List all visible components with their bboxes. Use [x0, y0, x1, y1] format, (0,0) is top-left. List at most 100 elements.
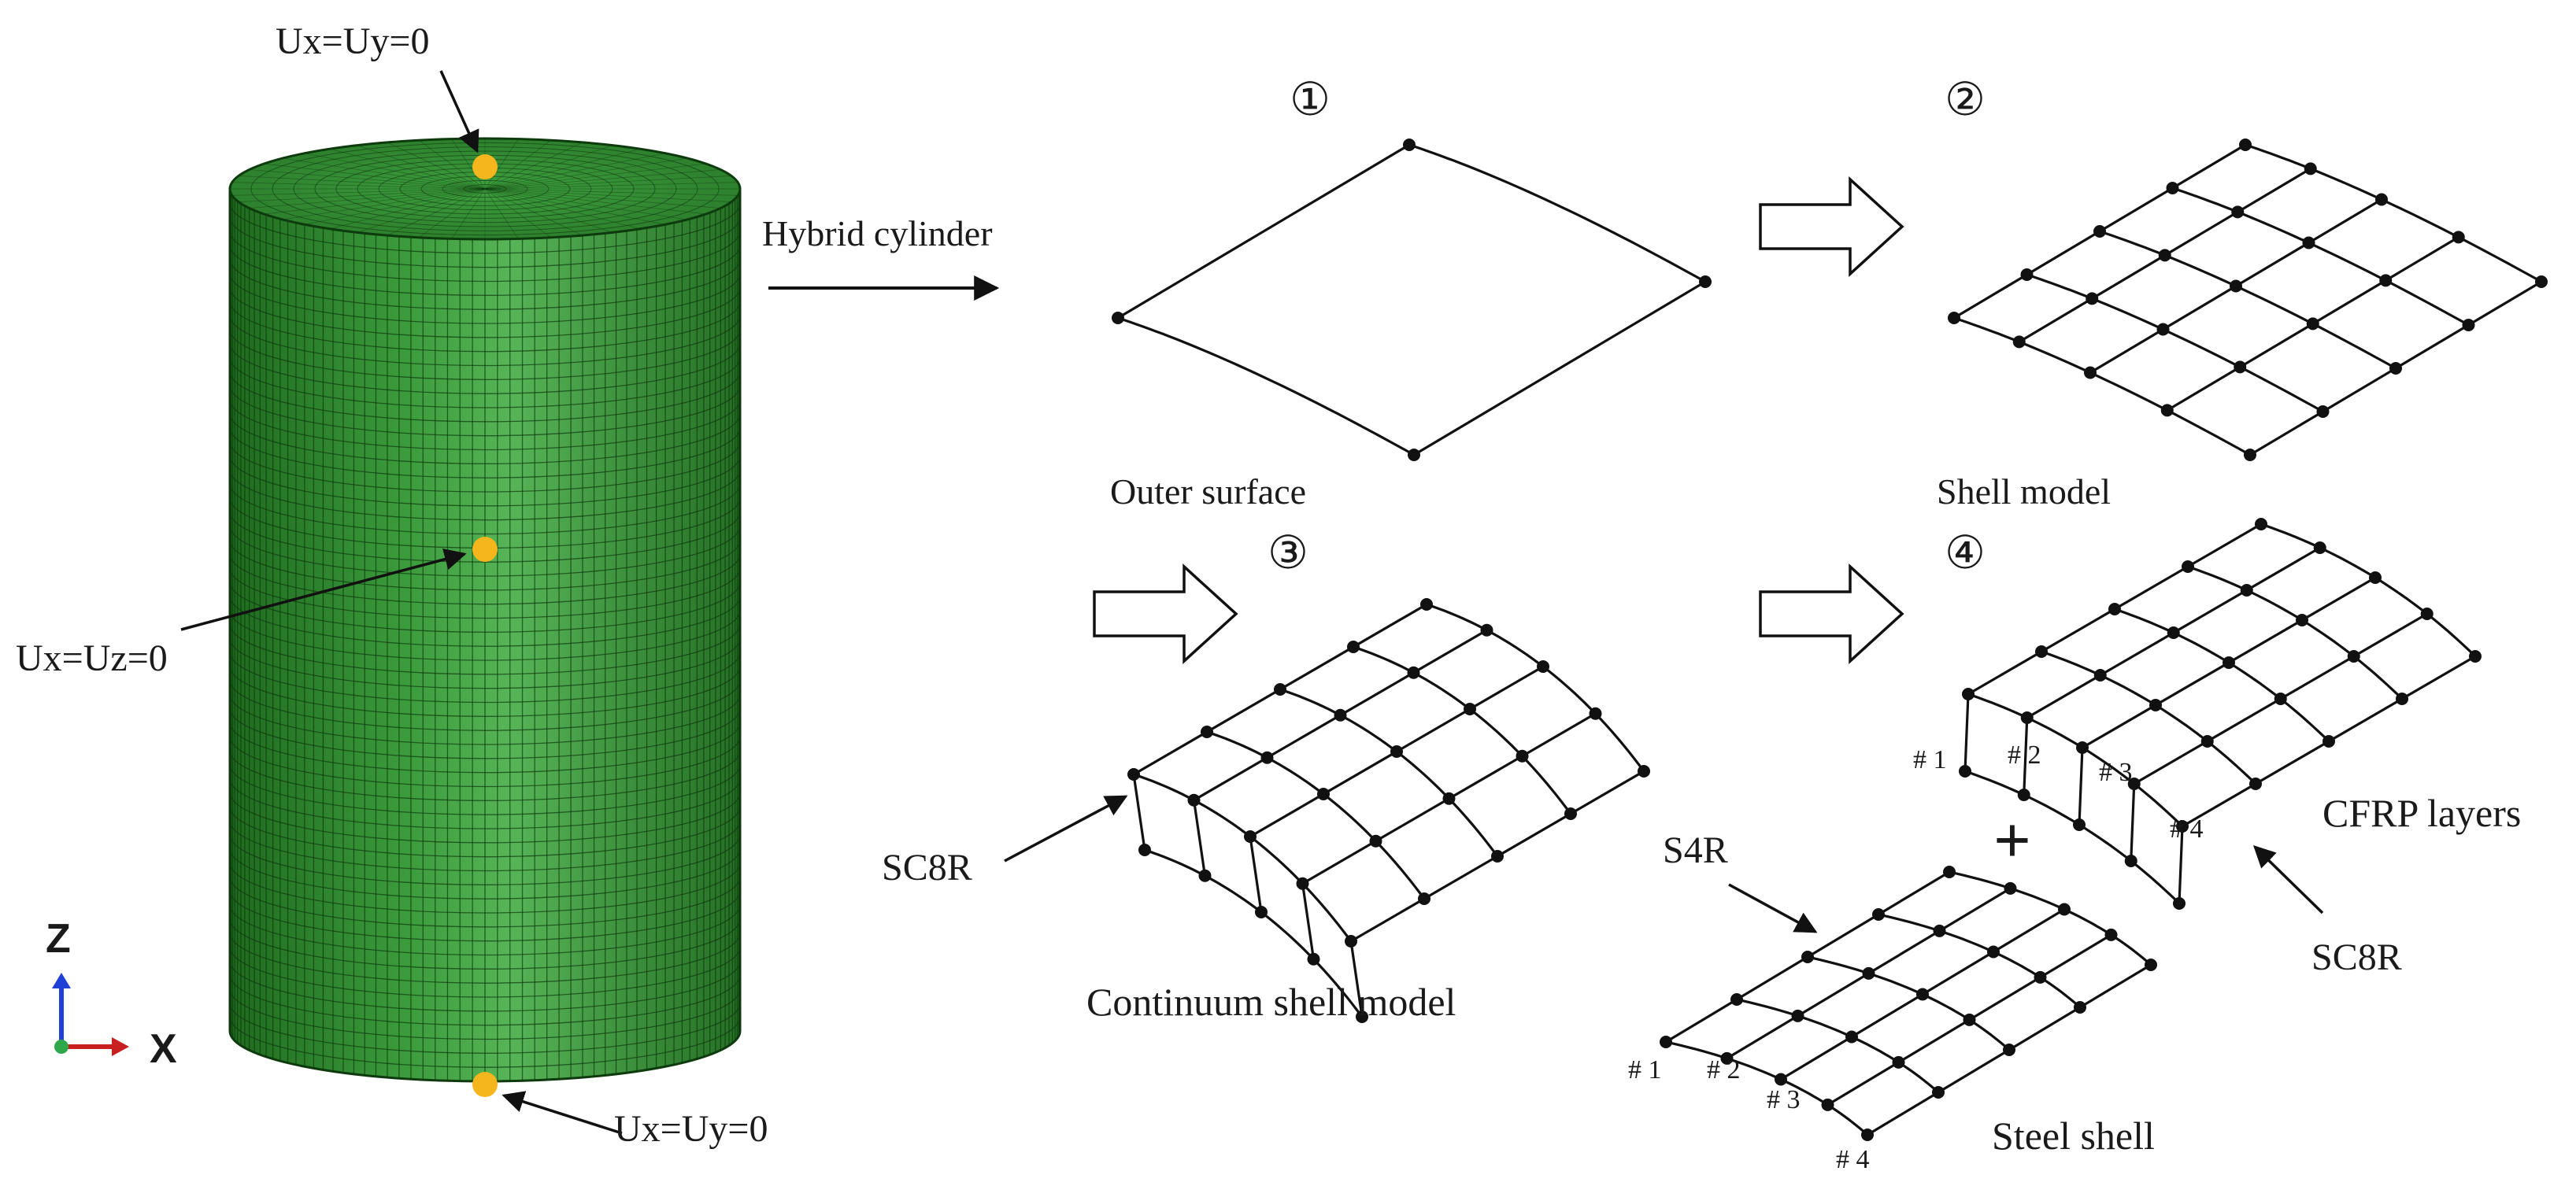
mesh-node — [2074, 1001, 2086, 1014]
cylinder-top-radial — [484, 148, 641, 190]
step-3-marker: ③ — [1268, 527, 1308, 578]
cylinder-mesh-ring — [229, 806, 741, 858]
bc-top-arrow — [439, 70, 479, 153]
mesh-node — [2084, 366, 2097, 379]
x-axis-label: X — [150, 1026, 177, 1072]
hybrid-cylinder-label: Hybrid cylinder — [762, 213, 993, 253]
steel-layer-label-4: # 4 — [1836, 1145, 1870, 1174]
cylinder-top-radial — [264, 163, 486, 190]
mesh-node — [2034, 970, 2047, 984]
mesh-node — [1589, 707, 1602, 720]
z-axis-arrowhead — [52, 973, 71, 988]
bc-bottom-arrow — [502, 1091, 623, 1135]
cylinder-top-radial — [387, 188, 486, 236]
mesh-node — [2149, 699, 2162, 711]
mesh-node — [2396, 693, 2408, 705]
cylinder-mesh-ring — [229, 202, 741, 254]
mesh-node — [2462, 319, 2475, 331]
mesh-node — [1369, 834, 1382, 848]
cylinder-top-radial — [484, 139, 519, 190]
cfrp-layer-label-4: # 4 — [2170, 815, 2204, 844]
cfrp-layer-label-1: # 1 — [1913, 745, 1947, 774]
mesh-node — [2535, 275, 2548, 288]
mesh-node — [2167, 626, 2180, 639]
cfrp-layers-caption: CFRP layers — [2322, 791, 2521, 835]
mesh-node — [1845, 1030, 1858, 1044]
mesh-node — [1948, 312, 1960, 324]
mesh-node — [1334, 708, 1347, 722]
mesh-node — [2420, 608, 2434, 620]
mesh-node — [1480, 623, 1493, 637]
mesh-node — [1356, 1010, 1368, 1023]
cylinder-top-radial — [451, 188, 486, 239]
mesh-node — [1408, 449, 1420, 461]
mesh-node — [2306, 317, 2319, 331]
mesh-node — [1959, 765, 1971, 778]
mesh-node — [1933, 924, 1946, 937]
thickness-wall — [1301, 883, 1316, 959]
cylinder-mesh-ring — [229, 736, 741, 788]
step-4-hybrid-model: ④ # 1 # 2 # 3 # 4 CFRP layers SC8R + S4R… — [1628, 518, 2521, 1174]
cylinder-top-radial — [484, 188, 688, 220]
cfrp-layers-mesh — [1959, 518, 2482, 910]
step-arrow-3-to-4 — [1759, 563, 1904, 664]
mesh-node — [2302, 236, 2315, 249]
cylinder-top-radial — [304, 188, 486, 225]
mesh-node — [1464, 703, 1476, 715]
cylinder-mesh-ring — [229, 1017, 741, 1068]
cylinder-top-radial — [484, 188, 706, 215]
cylinder-top-radial — [329, 148, 486, 190]
z-axis-label: Z — [46, 916, 71, 962]
cylinder-top-radial — [484, 188, 552, 238]
cylinder-mesh-ring — [229, 413, 741, 464]
cylinder-top-radial — [484, 188, 519, 239]
mesh-node — [1403, 139, 1416, 151]
mesh-node — [2375, 193, 2388, 206]
mesh-node — [2240, 584, 2253, 597]
mesh-node — [2158, 249, 2171, 262]
cylinder-mesh-ring — [229, 455, 741, 507]
mesh-node — [1791, 1009, 1804, 1022]
mesh-node — [2166, 182, 2179, 194]
cylinder-top-radial — [451, 139, 486, 190]
cylinder-mesh-ring — [229, 778, 741, 829]
mesh-node — [1418, 892, 1430, 905]
mesh-node — [2234, 360, 2247, 374]
cylinder-mesh-ring — [229, 231, 741, 283]
cylinder-mesh-ring — [229, 680, 741, 731]
mesh-node — [1112, 312, 1124, 324]
cylinder-mesh-ring — [229, 315, 741, 367]
bc-point-middle — [472, 537, 498, 562]
cylinder-mesh-ring — [229, 553, 741, 605]
cylinder-top-radial — [484, 188, 721, 209]
cylinder-mesh-ring — [229, 946, 741, 998]
mesh-node — [1892, 1055, 1905, 1069]
mesh-node — [2452, 231, 2465, 244]
cylinder-top-ring — [293, 150, 677, 227]
cylinder-top-radial — [484, 188, 731, 202]
mesh-node — [1347, 641, 1360, 653]
step-1-marker: ① — [1290, 74, 1331, 125]
mesh-arc — [1117, 316, 1415, 456]
mesh-node — [1987, 945, 2000, 959]
cylinder-model: Ux=Uy=0 Ux=Uz=0 Ux=Uy=0 Z X — [16, 20, 768, 1150]
cylinder-top-radial — [282, 157, 486, 190]
mesh-arc — [1279, 688, 1499, 857]
cylinder-mesh-ring — [229, 764, 741, 815]
cylinder-top-radial — [484, 163, 706, 190]
cylinder-top-face — [228, 137, 742, 241]
outer-surface-patch — [1112, 139, 1712, 461]
cylinder-mesh-ring — [229, 876, 741, 928]
mesh-node — [2086, 292, 2099, 305]
cylinder-mesh-ring — [229, 890, 741, 942]
steel-layer-label-3: # 3 — [1767, 1085, 1801, 1114]
plus-sign: + — [1993, 804, 2031, 877]
mesh-node — [1775, 1073, 1787, 1086]
cylinder-mesh-ring — [229, 596, 741, 647]
shell-model-mesh — [1948, 139, 2548, 461]
cylinder-top-radial — [418, 139, 486, 190]
cylinder-mesh-ring — [229, 441, 741, 493]
mesh-node — [1660, 1036, 1672, 1048]
mesh-node — [2389, 362, 2402, 375]
